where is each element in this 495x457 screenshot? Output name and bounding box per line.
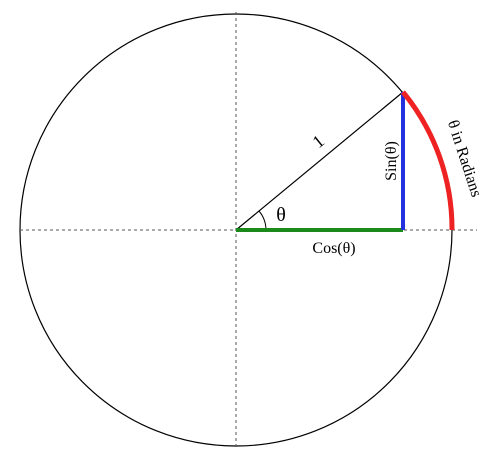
- angle-marker-arc: [258, 210, 267, 231]
- radius-label: 1: [308, 131, 328, 152]
- radius-line: [235, 91, 404, 231]
- sine-label: Sin(θ): [383, 141, 400, 181]
- radian-arc: [401, 90, 455, 231]
- angle-label: θ: [276, 204, 286, 226]
- cosine-label: Cos(θ): [312, 240, 355, 257]
